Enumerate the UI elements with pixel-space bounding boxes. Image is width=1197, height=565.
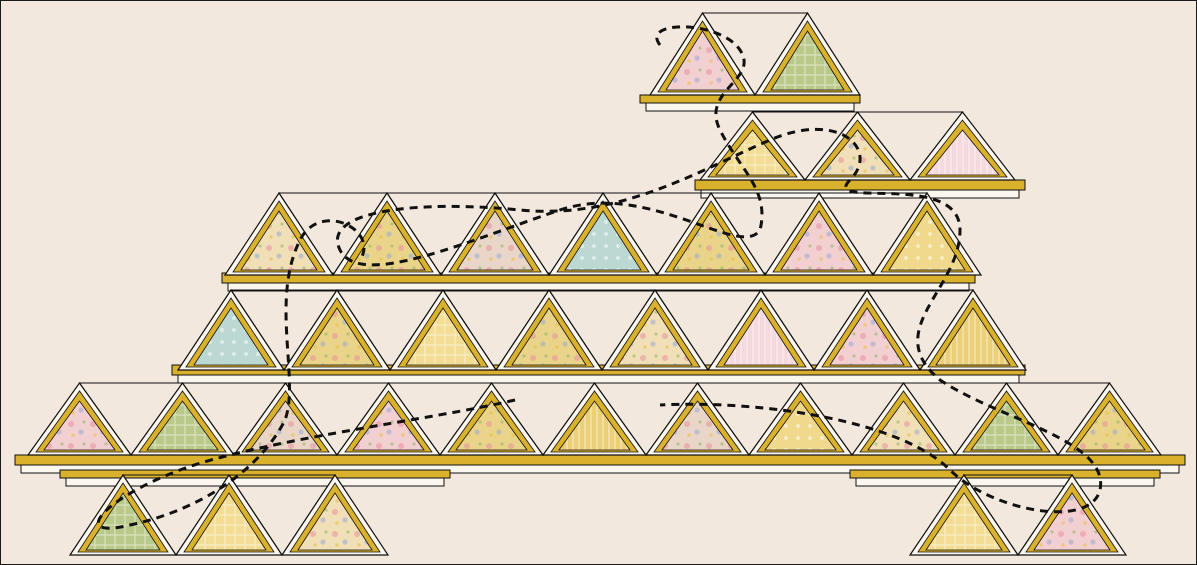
row-2-backing-strip	[701, 190, 1019, 198]
row-2-sashing-strip	[695, 180, 1025, 190]
bottom-right-row-backing-strip	[856, 478, 1154, 486]
top-row-backing-strip	[646, 103, 854, 111]
row-4-backing-strip	[178, 375, 1019, 383]
bottom-right-row-sashing-strip	[850, 470, 1160, 478]
row-5-sashing-strip	[15, 455, 1185, 465]
bottom-left-row-sashing-strip	[60, 470, 450, 478]
top-row-sashing-strip	[640, 95, 860, 103]
